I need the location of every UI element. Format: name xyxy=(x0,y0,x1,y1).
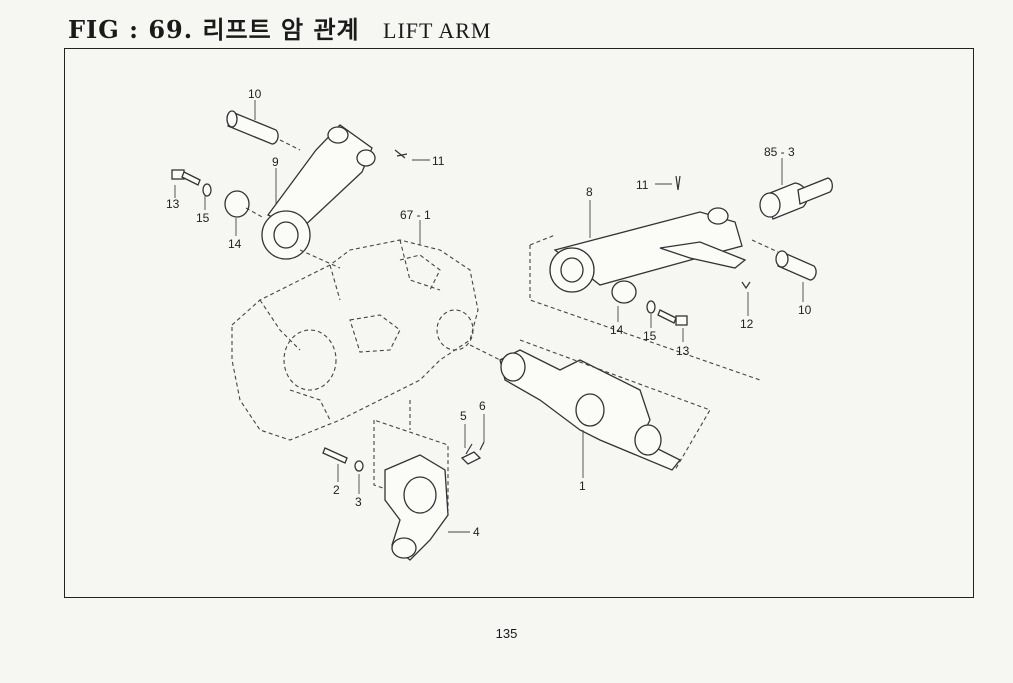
callout-11-right: 11 xyxy=(636,178,649,192)
pin-10-right xyxy=(775,250,817,281)
callout-13-left: 13 xyxy=(166,197,180,211)
pin-12 xyxy=(741,281,751,290)
washer-14-left xyxy=(224,190,250,218)
cotter-pin-11-right xyxy=(675,175,681,191)
cotter-pin-11-left xyxy=(394,149,408,159)
washer-14-right xyxy=(611,280,637,304)
washer-15-left xyxy=(202,183,212,197)
figure-title: FIG : 69. 리프트 암 관계 LIFT ARM xyxy=(68,10,491,45)
bolt-13-right xyxy=(657,309,688,326)
english-title: LIFT ARM xyxy=(383,18,492,43)
bolt-13-left xyxy=(171,169,201,186)
callout-10-left: 10 xyxy=(248,87,262,101)
callout-14-left: 14 xyxy=(228,237,242,251)
lever-4 xyxy=(384,454,449,561)
bolt-2 xyxy=(322,447,348,464)
washer-15-right xyxy=(646,300,656,314)
callout-1: 1 xyxy=(579,479,586,493)
callout-2: 2 xyxy=(333,483,340,497)
shaft-1 xyxy=(499,349,682,471)
pin-10-left xyxy=(226,110,279,145)
bolt-5-nut-6 xyxy=(460,441,485,465)
callout-4: 4 xyxy=(473,525,480,539)
callout-13-right: 13 xyxy=(676,344,690,358)
callout-15-left: 15 xyxy=(196,211,210,225)
lift-arm-9 xyxy=(261,124,376,260)
lift-arm-8 xyxy=(549,207,747,293)
callout-12: 12 xyxy=(740,317,754,331)
callout-6: 6 xyxy=(479,399,486,413)
callout-5: 5 xyxy=(460,409,467,423)
boss-85-3 xyxy=(759,177,833,220)
callout-67-1: 67 - 1 xyxy=(400,208,431,222)
fig-label: FIG : 69. 리프트 암 관계 xyxy=(68,15,360,44)
callout-11-left: 11 xyxy=(432,154,445,168)
callout-3: 3 xyxy=(355,495,362,509)
callout-9: 9 xyxy=(272,155,279,169)
callout-10-right: 10 xyxy=(798,303,812,317)
callout-85-3: 85 - 3 xyxy=(764,145,795,159)
page-number: 135 xyxy=(495,626,518,641)
diagram-frame xyxy=(64,48,974,598)
washer-3 xyxy=(354,460,364,472)
callout-15-right: 15 xyxy=(643,329,657,343)
callout-8: 8 xyxy=(586,185,593,199)
callout-14-right: 14 xyxy=(610,323,624,337)
housing-67-1 xyxy=(231,239,479,441)
